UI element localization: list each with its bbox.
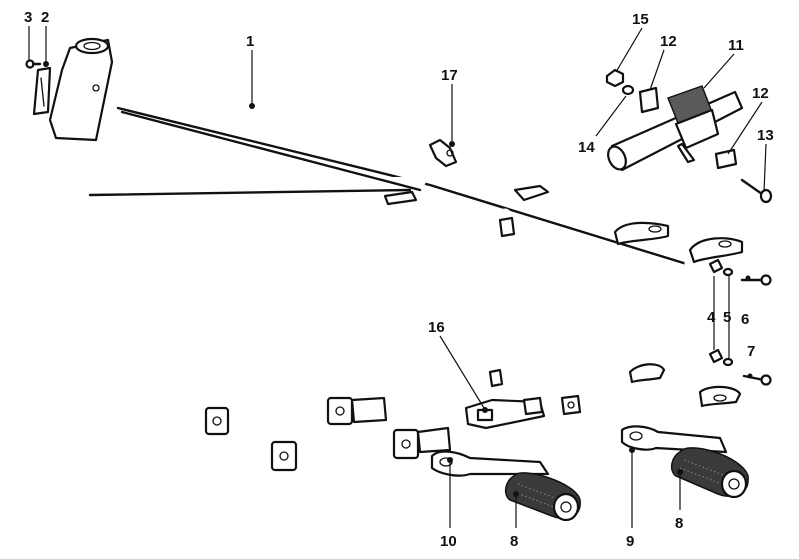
callout-15: 15 xyxy=(632,11,649,28)
callout-5: 5 xyxy=(723,309,731,326)
callout-labels: 1 2 3 4 5 6 7 8 8 9 10 11 12 12 13 14 15… xyxy=(24,9,774,550)
callout-3: 3 xyxy=(24,9,32,26)
callout-10: 10 xyxy=(440,533,457,550)
callout-7: 7 xyxy=(747,343,755,360)
callout-12-lower: 12 xyxy=(752,85,769,102)
callout-13: 13 xyxy=(757,127,774,144)
main-frame xyxy=(48,37,744,472)
bracket-screw xyxy=(25,59,42,69)
callout-8-right: 8 xyxy=(675,515,683,532)
callout-4: 4 xyxy=(707,309,716,326)
callout-1: 1 xyxy=(246,33,254,50)
callout-14: 14 xyxy=(578,139,595,156)
leader-lines xyxy=(28,26,767,528)
handlebar-clamp-assembly xyxy=(605,68,773,204)
callout-12-upper: 12 xyxy=(660,33,677,50)
callout-11: 11 xyxy=(728,37,744,54)
callout-17: 17 xyxy=(441,67,458,84)
callout-2: 2 xyxy=(41,9,49,26)
footrest-left xyxy=(430,450,581,522)
footrest-right xyxy=(620,425,749,499)
callout-8-left: 8 xyxy=(510,533,518,550)
callout-9: 9 xyxy=(626,533,634,550)
callout-16: 16 xyxy=(428,319,445,336)
headlamp-bracket xyxy=(32,66,52,116)
rear-fixings xyxy=(708,258,772,386)
callout-6: 6 xyxy=(741,311,749,328)
